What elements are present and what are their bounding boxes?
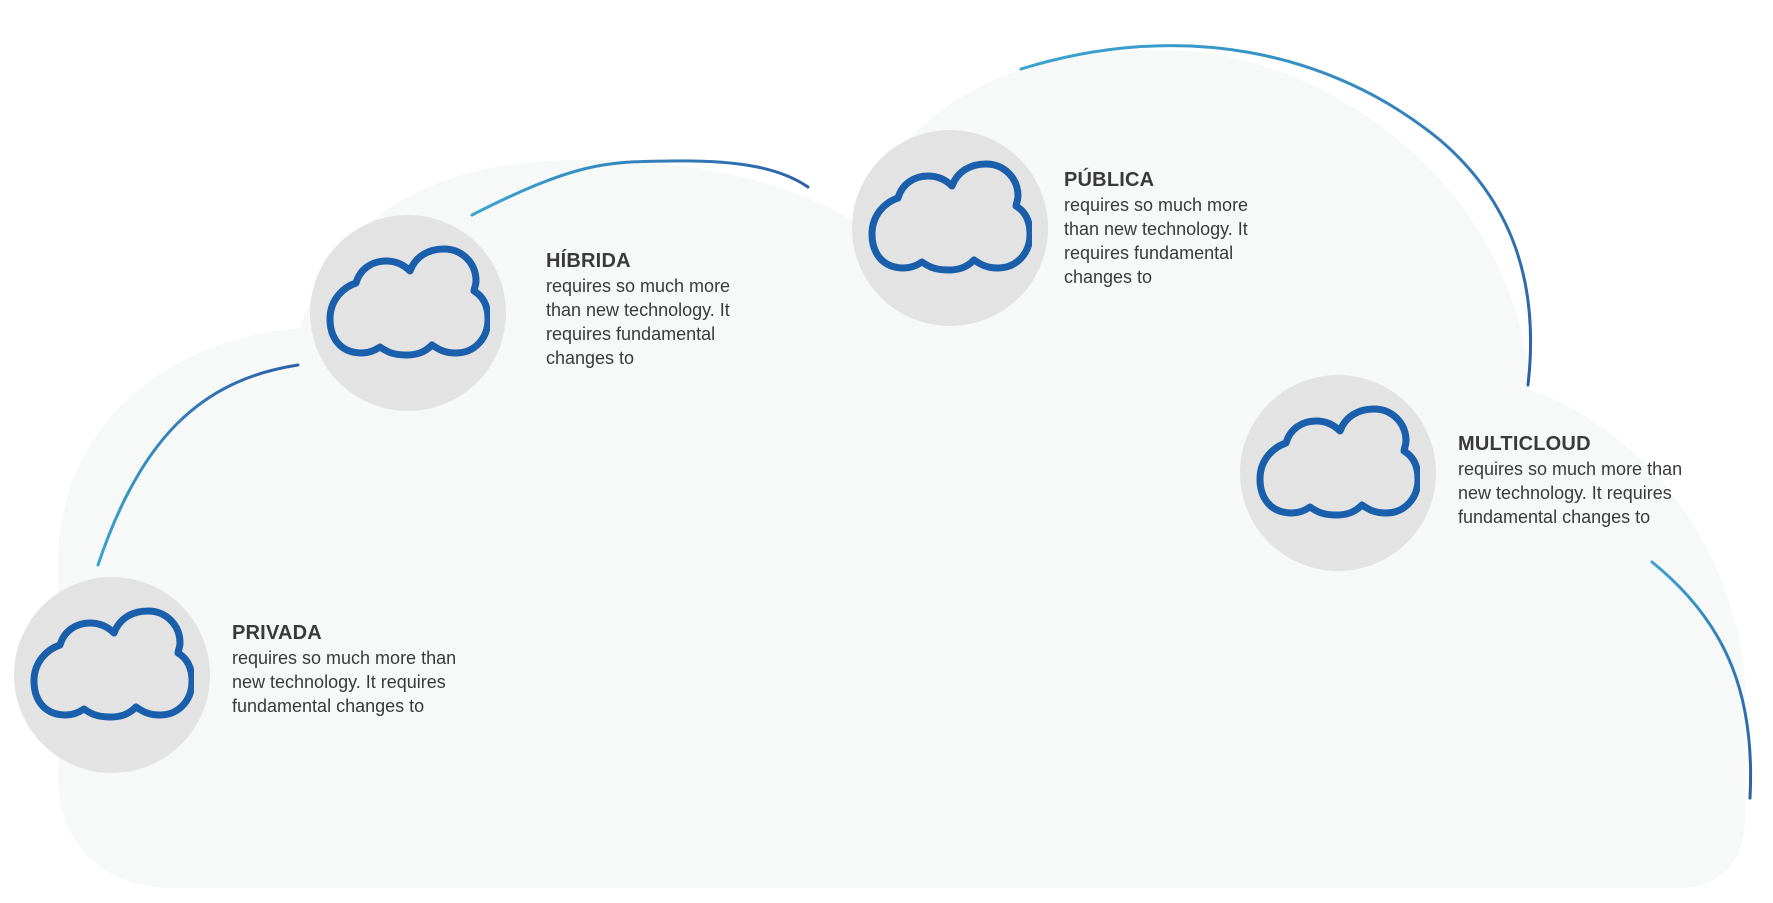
badge-multicloud: [1240, 375, 1436, 571]
desc-multicloud: requires so much more than new technolog…: [1458, 459, 1683, 527]
desc-publica: requires so much more than new technolog…: [1064, 195, 1249, 287]
arc-multicloud: [1650, 560, 1753, 800]
badge-hibrida: [310, 215, 506, 411]
cloud-icon: [326, 245, 490, 359]
arc-privada: [96, 363, 300, 567]
badge-privada: [14, 577, 210, 773]
cloud-icon: [1256, 405, 1420, 519]
title-hibrida: HÍBRIDA: [546, 250, 631, 272]
arc-publica: [1019, 44, 1532, 387]
title-publica: PÚBLICA: [1064, 169, 1155, 191]
cloud-icon: [868, 160, 1032, 274]
title-privada: PRIVADA: [232, 622, 322, 644]
arc-hibrida: [470, 159, 810, 217]
desc-hibrida: requires so much more than new technolog…: [546, 276, 731, 368]
cloud-icon: [30, 607, 194, 721]
title-multicloud: MULTICLOUD: [1458, 433, 1591, 455]
desc-privada: requires so much more than new technolog…: [232, 648, 457, 716]
badge-publica: [852, 130, 1048, 326]
